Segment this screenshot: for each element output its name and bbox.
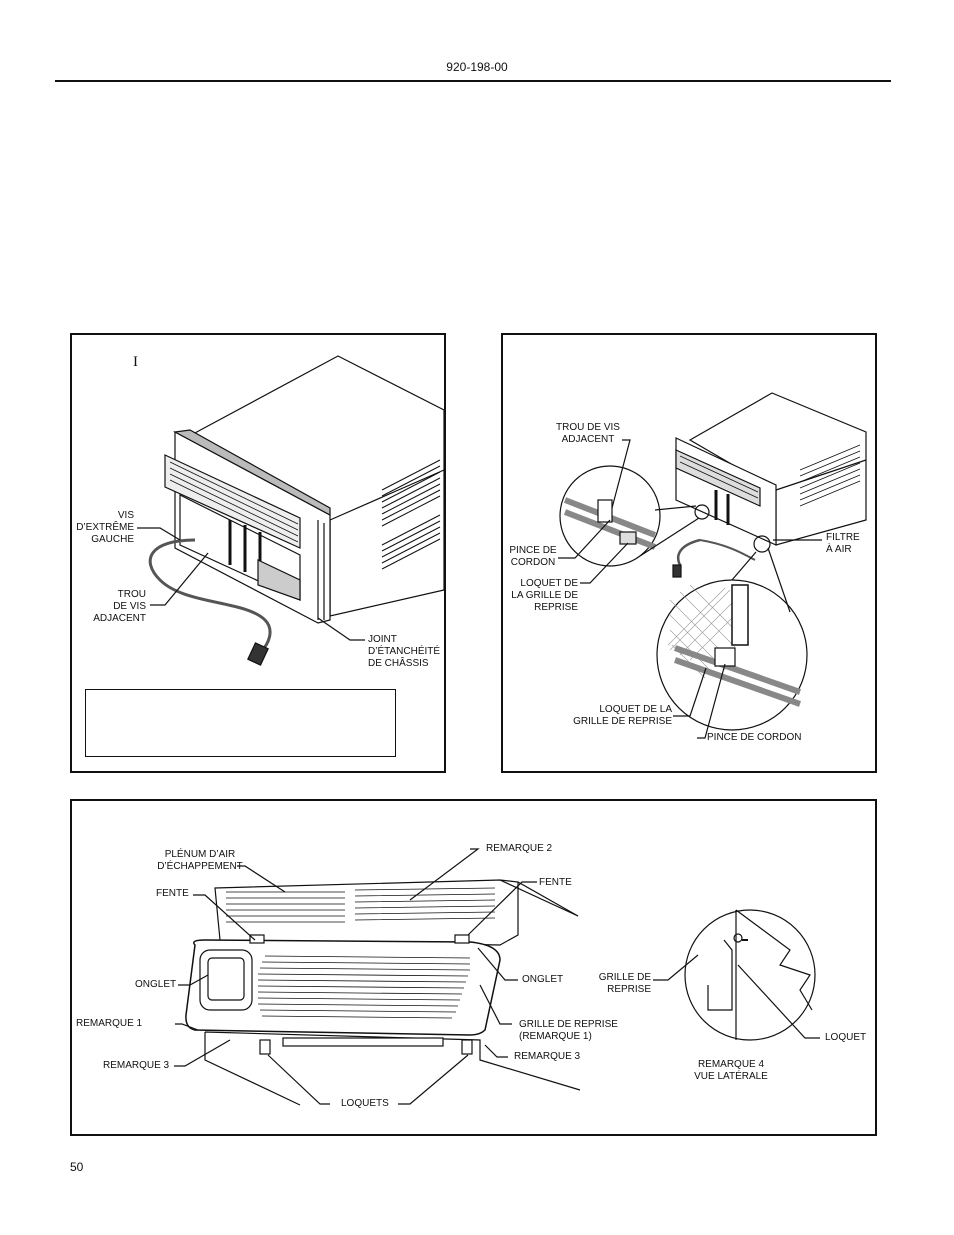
label-trou-right-line1: TROU DE VIS	[556, 422, 620, 433]
label-trou-left-line3: ADJACENT	[93, 613, 146, 624]
label-trou-right-line2: ADJACENT	[561, 434, 615, 445]
label-trou-left: TROU DE VIS ADJACENT	[70, 589, 146, 625]
label-fente-left: FENTE	[156, 888, 189, 899]
label-vis-line2: D’EXTRÊME	[76, 522, 134, 533]
label-loquets: LOQUETS	[341, 1098, 389, 1109]
label-trou-left-line1: TROU	[117, 589, 146, 600]
figure-left-marker: I	[133, 354, 138, 370]
label-joint-line3: DE CHÂSSIS	[368, 658, 429, 669]
note-box	[85, 689, 396, 757]
label-fente-right: FENTE	[539, 877, 572, 888]
label-plenum-line1: PLÉNUM D’AIR	[164, 849, 236, 860]
label-remarque3-left: REMARQUE 3	[103, 1060, 170, 1071]
label-loquet-lower-line1: LOQUET DE LA	[599, 704, 672, 715]
label-grille-side-line1: GRILLE DE	[598, 972, 651, 983]
label-loquet-upper-line1: LOQUET DE	[520, 578, 578, 589]
label-onglet-left: ONGLET	[135, 979, 177, 990]
label-loquet-upper-line2: LA GRILLE DE	[511, 590, 578, 601]
header-rule	[55, 80, 891, 82]
label-grille-reprise-line2: (REMARQUE 1)	[519, 1031, 592, 1042]
label-pince-upper: PINCE DE CORDON	[504, 545, 562, 569]
label-onglet-right: ONGLET	[522, 974, 564, 985]
label-remarque2: REMARQUE 2	[486, 843, 553, 854]
label-loquet-lower: LOQUET DE LA GRILLE DE REPRISE	[560, 704, 672, 728]
label-grille-side-line2: REPRISE	[607, 984, 651, 995]
label-grille-reprise-line1: GRILLE DE REPRISE	[519, 1019, 618, 1030]
label-loquet-side: LOQUET	[825, 1032, 867, 1043]
label-vis-line1: VIS	[117, 510, 134, 521]
label-plenum-line2: D’ÉCHAPPEMENT	[157, 861, 243, 872]
label-vis-line3: GAUCHE	[91, 534, 134, 545]
label-vis: VIS D’EXTRÊME GAUCHE	[60, 510, 134, 546]
label-grille-side: GRILLE DE REPRISE	[580, 972, 651, 996]
label-trou-left-line2: DE VIS	[113, 601, 146, 612]
document-number: 920-198-00	[446, 60, 508, 74]
label-joint-line2: D’ÉTANCHÉITÉ	[368, 646, 441, 657]
label-remarque4: REMARQUE 4 VUE LATÉRALE	[676, 1059, 786, 1083]
label-loquet-upper: LOQUET DE LA GRILLE DE REPRISE	[500, 578, 578, 614]
label-pince-upper-line1: PINCE DE	[509, 545, 557, 556]
label-filtre-line2: À AIR	[826, 544, 852, 555]
label-joint: JOINT D’ÉTANCHÉITÉ DE CHÂSSIS	[368, 634, 440, 670]
label-plenum: PLÉNUM D’AIR D’ÉCHAPPEMENT	[150, 849, 250, 873]
label-remarque3-right: REMARQUE 3	[514, 1051, 581, 1062]
label-joint-line1: JOINT	[368, 634, 397, 645]
label-filtre: FILTRE À AIR	[826, 532, 860, 556]
label-pince-upper-line2: CORDON	[510, 557, 556, 568]
label-loquet-upper-line3: REPRISE	[534, 602, 578, 613]
label-remarque4-line1: REMARQUE 4	[697, 1059, 765, 1070]
label-pince-lower: PINCE DE CORDON	[707, 732, 802, 743]
page-number: 50	[70, 1160, 84, 1174]
label-filtre-line1: FILTRE	[826, 532, 860, 543]
label-trou-right: TROU DE VIS ADJACENT	[548, 422, 628, 446]
label-grille-reprise: GRILLE DE REPRISE (REMARQUE 1)	[519, 1019, 618, 1043]
label-loquet-lower-line2: GRILLE DE REPRISE	[573, 716, 672, 727]
label-remarque1: REMARQUE 1	[76, 1018, 143, 1029]
label-remarque4-line2: VUE LATÉRALE	[694, 1071, 768, 1082]
